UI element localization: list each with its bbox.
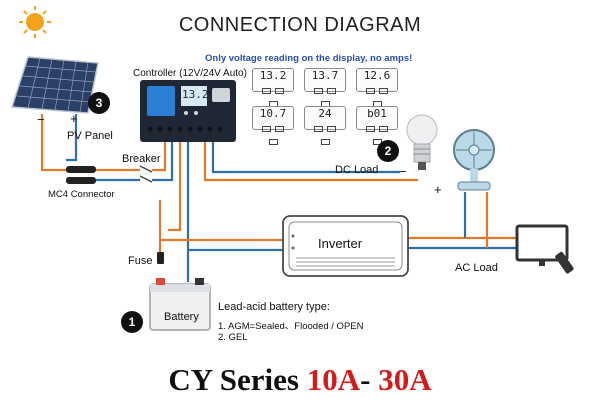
ac-load-label: AC Load bbox=[455, 262, 498, 274]
battery-label: Battery bbox=[164, 311, 199, 323]
controller-screen-reading: 13.2 bbox=[182, 88, 209, 101]
lcd-reading-3: 12.6 bbox=[356, 68, 398, 107]
dc-load-label: DC Load bbox=[335, 164, 379, 176]
inverter-label: Inverter bbox=[318, 236, 363, 251]
pv-panel-label: PV Panel bbox=[67, 130, 113, 142]
page-title: CONNECTION DIAGRAM bbox=[178, 14, 422, 36]
lcd-reading-2: 13.7 bbox=[304, 68, 346, 107]
pv-plus-sign: + bbox=[70, 111, 78, 126]
series-title: CY Series 10A- 30A bbox=[0, 362, 600, 398]
mc4-connector-icon bbox=[66, 166, 96, 184]
lcd-reading-1: 13.2 bbox=[252, 68, 294, 107]
controller-icon bbox=[140, 80, 236, 142]
series-range-b: 30A bbox=[378, 362, 432, 397]
battery-type-1: 1. AGM=Sealed、Flooded / OPEN bbox=[218, 321, 364, 332]
pv-number-marker: 3 bbox=[88, 92, 110, 114]
battery-type-2: 2. GEL bbox=[218, 332, 248, 343]
series-dash: - bbox=[360, 362, 379, 397]
light-bulb-icon bbox=[406, 114, 438, 170]
tv-icon bbox=[515, 224, 569, 266]
dc-load-number-marker: 2 bbox=[377, 140, 399, 162]
dc-load-minus-sign: − bbox=[399, 164, 407, 179]
controller-label: Controller (12V/24V Auto) bbox=[133, 68, 247, 79]
series-range-a: 10A bbox=[306, 362, 361, 397]
remote-icon bbox=[555, 251, 574, 274]
fuse-icon bbox=[157, 252, 164, 264]
solar-panel-icon bbox=[10, 56, 99, 114]
battery-type-title: Lead-acid battery type: bbox=[218, 301, 330, 313]
battery-icon bbox=[149, 278, 211, 331]
display-note: Only voltage reading on the display, no … bbox=[205, 53, 413, 64]
mc4-connector-label: MC4 Connector bbox=[48, 189, 115, 200]
breaker-label: Breaker bbox=[122, 153, 161, 165]
breaker-icon bbox=[139, 165, 153, 183]
battery-number-marker: 1 bbox=[121, 311, 143, 333]
fuse-label: Fuse bbox=[128, 255, 153, 267]
pv-minus-sign: − bbox=[37, 112, 45, 127]
lcd-reading-6: b01 bbox=[356, 106, 398, 145]
lcd-reading-4: 10.7 bbox=[252, 106, 294, 145]
dc-load-plus-sign: + bbox=[434, 182, 442, 197]
series-prefix: CY Series bbox=[168, 362, 307, 397]
inverter-icon bbox=[282, 215, 409, 277]
sun-icon bbox=[19, 6, 51, 38]
lcd-reading-5: 24 bbox=[304, 106, 346, 145]
fan-icon bbox=[453, 129, 495, 191]
